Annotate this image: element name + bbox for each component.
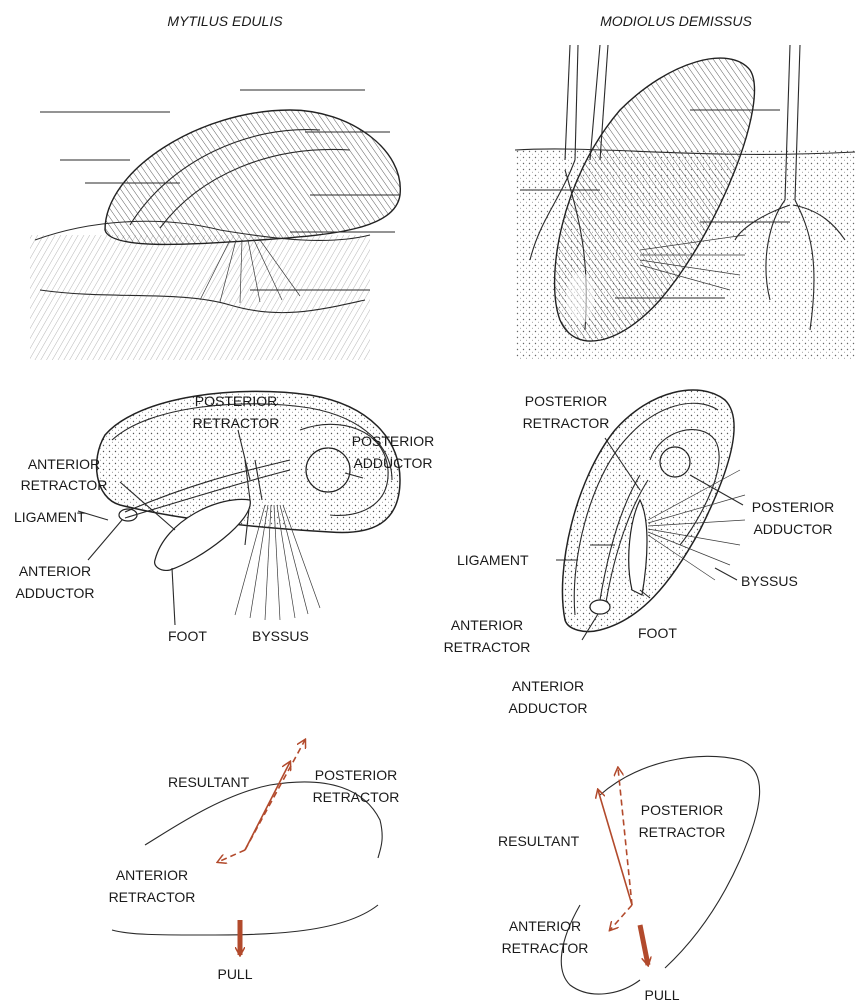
label-resultant: RESULTANT <box>168 774 250 790</box>
modiolus-illustration <box>515 45 855 360</box>
modiolus-force-diagram <box>561 756 759 994</box>
pull-arrow <box>640 925 648 965</box>
label-foot: FOOT <box>638 625 677 641</box>
label-byssus: BYSSUS <box>252 628 309 644</box>
label-ligament: LIGAMENT <box>457 552 529 568</box>
title-mytilus: MYTILUS EDULIS <box>167 13 283 29</box>
label-resultant: RESULTANT <box>498 833 580 849</box>
label-foot: FOOT <box>168 628 207 644</box>
label-pull: PULL <box>644 987 679 1003</box>
label-pull: PULL <box>217 966 252 982</box>
title-modiolus: MODIOLUS DEMISSUS <box>600 13 752 29</box>
label-ligament: LIGAMENT <box>14 509 86 525</box>
posterior-retractor-arrow <box>618 768 632 905</box>
anterior-retractor-arrow <box>218 850 245 862</box>
mytilus-illustration <box>30 90 400 360</box>
resultant-arrow <box>598 790 632 905</box>
anterior-retractor-arrow <box>610 905 632 930</box>
label-byssus: BYSSUS <box>741 573 798 589</box>
